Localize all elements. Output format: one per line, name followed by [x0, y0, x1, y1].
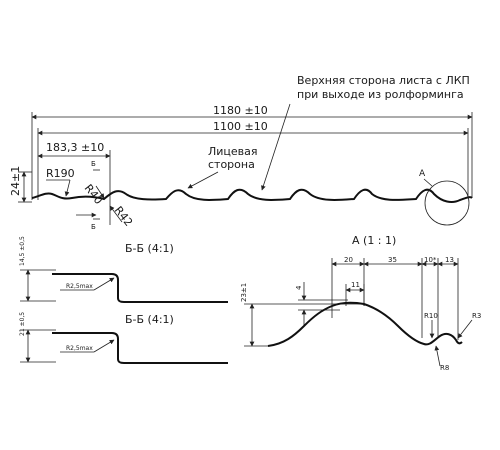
top-note: Верхняя сторона листа с ЛКП при выходе и…: [261, 74, 470, 191]
detail-r8: R8: [440, 364, 449, 372]
face-leader: [187, 171, 219, 189]
section-2-profile: [52, 332, 228, 364]
detail-profile: [267, 301, 463, 347]
detail-a-view: А (1 : 1) 20 35 10* 13 11 4 23±1: [240, 234, 481, 372]
dim-height-label: 24±1: [9, 166, 22, 196]
face-label-1: Лицевая: [208, 145, 258, 158]
detail-a-title: А (1 : 1): [352, 234, 396, 247]
note-line-1: Верхняя сторона листа с ЛКП: [297, 74, 470, 87]
section-1-title: Б-Б (4:1): [125, 242, 174, 255]
detail-dim-13: 13: [445, 256, 454, 264]
section-mark-top: Б: [91, 160, 96, 168]
note-line-2: при выходе из ролформинга: [297, 88, 464, 101]
detail-dim-20: 20: [344, 256, 353, 264]
section-2-title: Б-Б (4:1): [125, 313, 174, 326]
dim-step-label: 183,3 ±10: [46, 141, 104, 154]
detail-r10: R10: [424, 312, 438, 320]
detail-circle: [424, 180, 470, 226]
detail-r3: R3: [472, 312, 481, 320]
face-label-2: сторона: [208, 158, 255, 171]
section-view-2: Б-Б (4:1) 21 ±0,5 R2,5max: [19, 312, 228, 364]
section-1-profile: [52, 273, 228, 303]
section-1-radius: R2,5max: [66, 283, 93, 290]
detail-dim-height: 23±1: [240, 283, 248, 302]
detail-dim-35: 35: [388, 256, 397, 264]
detail-dim-11: 11: [351, 281, 360, 289]
detail-dim-4: 4: [295, 285, 303, 290]
dim-total-label: 1180 ±10: [213, 104, 268, 117]
detail-mark: A: [419, 169, 426, 179]
r42-label: R42: [112, 204, 136, 229]
section-2-radius: R2,5max: [66, 345, 93, 352]
dim-useful-label: 1100 ±10: [213, 120, 268, 133]
section-mark-bottom: Б: [91, 223, 96, 231]
detail-dim-10: 10*: [424, 256, 437, 264]
r190-label: R190: [46, 167, 75, 180]
main-profile-view: 1180 ±10 1100 ±10 183,3 ±10 24±1 Б Б R19…: [9, 104, 473, 231]
wave-profile: [31, 188, 473, 203]
section-view-1: Б-Б (4:1) 14,5 ±0,5 R2,5max: [19, 236, 228, 303]
section-1-height: 14,5 ±0,5: [19, 236, 26, 266]
section-2-height: 21 ±0,5: [19, 312, 26, 336]
